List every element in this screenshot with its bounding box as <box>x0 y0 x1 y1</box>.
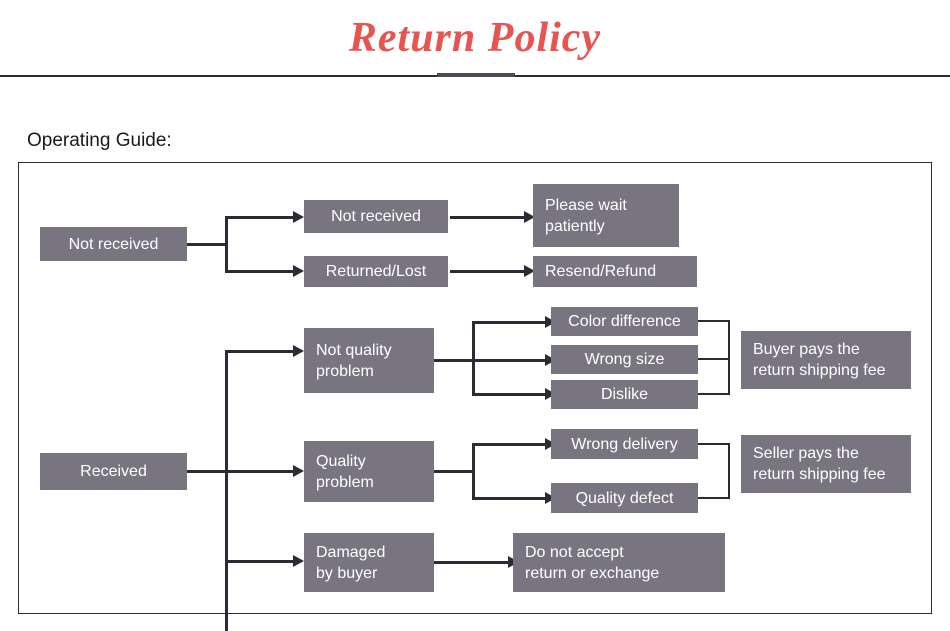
connector-arm-branch1-upper <box>225 216 295 219</box>
arrowhead-branch2-damaged <box>293 555 304 567</box>
connector-split-branch1 <box>225 216 228 273</box>
connector-bracket-seller-bottom <box>698 497 730 499</box>
node-outcome-seller-pays: Seller pays the return shipping fee <box>741 435 911 493</box>
connector-bracket-seller-spine <box>728 443 730 499</box>
node-received-root: Received <box>40 453 187 490</box>
connector-arm-branch2-quality <box>225 470 295 473</box>
arrowhead-wrong-size <box>545 354 556 366</box>
connector-bracket-seller-top <box>698 443 730 445</box>
page-title: Return Policy <box>348 15 602 61</box>
connector-bracket-buyer-top <box>698 320 730 322</box>
operating-guide-label: Operating Guide: <box>27 130 172 151</box>
arrowhead-wrong-delivery <box>545 438 556 450</box>
connector-bracket-buyer-bottom <box>698 393 730 395</box>
node-not-quality-problem: Not quality problem <box>304 328 434 393</box>
flowchart-frame: Not received Not received Returned/Lost … <box>18 162 932 631</box>
connector-bracket-buyer-spine <box>728 320 730 395</box>
node-reason-wrong-delivery: Wrong delivery <box>551 429 698 459</box>
node-not-received-child-not-received: Not received <box>304 200 448 233</box>
node-outcome-resend-refund: Resend/Refund <box>533 256 697 287</box>
connector-stem-branch2 <box>187 470 227 473</box>
node-reason-wrong-size: Wrong size <box>551 345 698 374</box>
connector-arm-wrong-size <box>472 359 547 362</box>
connector-arm-branch1-lower <box>225 270 295 273</box>
connector-arm-branch2-not-quality <box>225 350 295 353</box>
node-outcome-please-wait-patiently: Please wait patiently <box>533 184 679 247</box>
connector-damaged-to-outcome <box>434 561 510 564</box>
connector-arm-quality-defect <box>472 497 547 500</box>
connector-split-quality <box>472 443 475 500</box>
arrowhead-color-difference <box>545 316 556 328</box>
connector-split-not-quality <box>472 321 475 396</box>
connector-arm-dislike <box>472 393 547 396</box>
connector-stem-not-quality <box>434 359 474 362</box>
connector-stem-quality <box>434 470 474 473</box>
arrowhead-branch1-lower-outcome <box>524 265 535 277</box>
node-quality-problem: Quality problem <box>304 441 434 502</box>
connector-arm-color-difference <box>472 321 547 324</box>
arrowhead-branch1-upper-outcome <box>524 211 535 223</box>
arrowhead-branch1-upper <box>293 211 304 223</box>
node-reason-dislike: Dislike <box>551 380 698 409</box>
connector-branch1-lower-outcome <box>450 270 526 273</box>
connector-bracket-buyer-mid <box>698 358 730 360</box>
header-divider-center-accent <box>437 72 515 78</box>
arrowhead-dislike <box>545 388 556 400</box>
node-damaged-by-buyer: Damaged by buyer <box>304 533 434 592</box>
arrowhead-branch2-not-quality <box>293 345 304 357</box>
node-reason-color-difference: Color difference <box>551 307 698 336</box>
node-not-received-child-returned-lost: Returned/Lost <box>304 256 448 287</box>
arrowhead-branch1-lower <box>293 265 304 277</box>
connector-trunk-branch2 <box>225 350 228 631</box>
arrowhead-quality-defect <box>545 492 556 504</box>
connector-stem-branch1 <box>187 243 227 246</box>
node-outcome-buyer-pays: Buyer pays the return shipping fee <box>741 331 911 389</box>
node-outcome-do-not-accept: Do not accept return or exchange <box>513 533 725 592</box>
node-not-received-root: Not received <box>40 227 187 261</box>
connector-branch1-upper-outcome <box>450 216 526 219</box>
connector-arm-branch2-damaged <box>225 560 295 563</box>
node-reason-quality-defect: Quality defect <box>551 483 698 513</box>
connector-arm-wrong-delivery <box>472 443 547 446</box>
arrowhead-branch2-quality <box>293 465 304 477</box>
